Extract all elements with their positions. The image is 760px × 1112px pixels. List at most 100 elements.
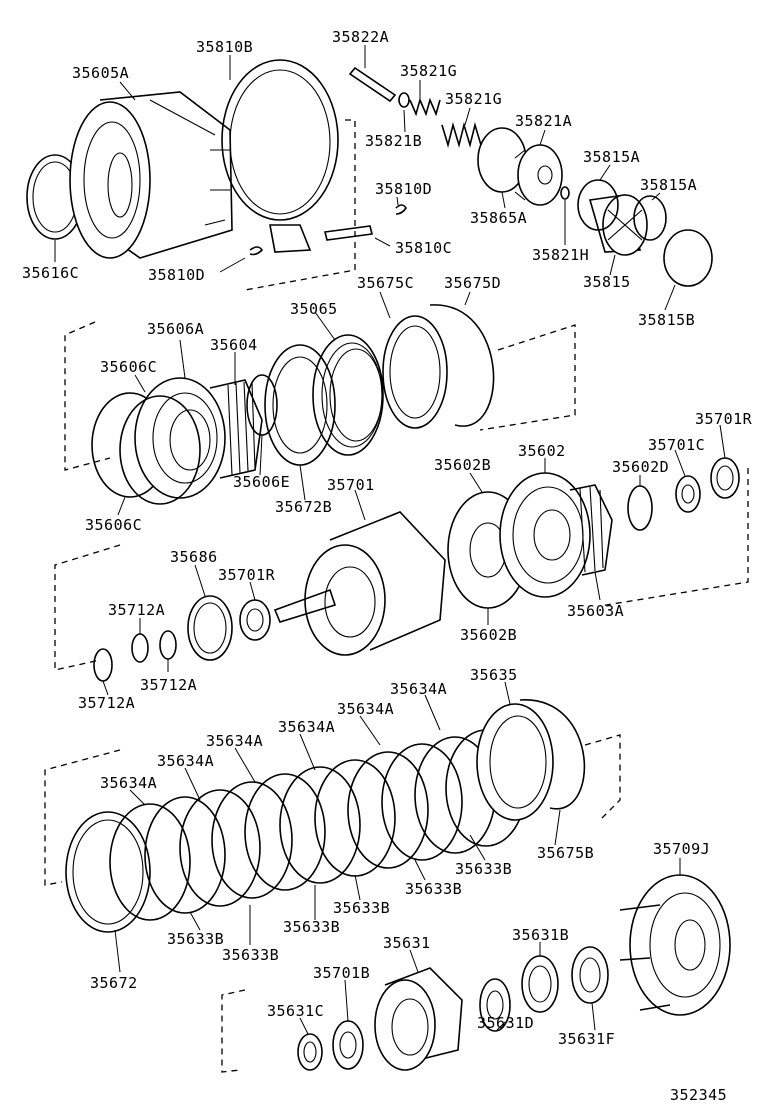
label-35602b-1: 35602B (434, 456, 491, 474)
leader-lines (54, 45, 726, 1035)
part-35701-clutch-drum[interactable] (273, 511, 446, 656)
label-35635: 35635 (470, 666, 518, 684)
outline-clutch-pack (44, 734, 621, 886)
part-35810d-clip-bottom[interactable] (249, 246, 264, 256)
label-35675b: 35675B (537, 844, 594, 862)
label-35602b-2: 35602B (460, 626, 517, 644)
label-35712a-2: 35712A (140, 676, 197, 694)
label-35634a-3: 35634A (278, 718, 335, 736)
part-35635-pressure-plate[interactable] (476, 703, 554, 821)
part-35605a-clutch-drum[interactable] (69, 91, 233, 259)
label-35701b: 35701B (313, 964, 370, 982)
part-35634a-disc-2[interactable] (179, 789, 261, 907)
label-35815a-2: 35815A (640, 176, 697, 194)
part-35701b-bearing[interactable] (332, 1020, 364, 1070)
part-35606c-seal-2[interactable] (119, 395, 201, 505)
part-35065-clutch-assy[interactable] (312, 334, 384, 456)
part-35633b-plate-3[interactable] (279, 766, 361, 884)
label-35822a: 35822A (332, 28, 389, 46)
label-35810d-bottom: 35810D (148, 266, 205, 284)
part-35701r-bearing-1[interactable] (710, 457, 740, 499)
part-35701r-bearing-2[interactable] (239, 599, 271, 641)
label-35606e: 35606E (233, 473, 290, 491)
label-35631b: 35631B (512, 926, 569, 944)
label-35605a: 35605A (72, 64, 129, 82)
label-35603a: 35603A (567, 602, 624, 620)
label-35672: 35672 (90, 974, 138, 992)
label-35602d: 35602D (612, 458, 669, 476)
part-35672b-plate[interactable] (264, 344, 336, 466)
part-35634a-disc-5[interactable] (381, 743, 463, 861)
part-35602-one-way-clutch[interactable] (499, 472, 591, 598)
part-35631b-bearing[interactable] (521, 955, 559, 1013)
part-35822a-piston-rod[interactable] (348, 66, 397, 103)
part-35603a-ring-gear[interactable] (569, 484, 613, 576)
part-35672-plate[interactable] (65, 811, 151, 933)
label-35606c-1: 35606C (100, 358, 157, 376)
label-35634a-1: 35634A (390, 680, 447, 698)
label-35633b-5: 35633B (167, 930, 224, 948)
outline-gear-group (54, 468, 749, 671)
label-35634a-2: 35634A (337, 700, 394, 718)
part-35810d-clip-top[interactable] (395, 204, 407, 215)
label-35631f: 35631F (558, 1030, 615, 1048)
part-35631f-race[interactable] (571, 946, 609, 1004)
part-35712a-ring-1[interactable] (159, 630, 177, 660)
part-35815a-o-ring-1[interactable] (577, 179, 619, 231)
part-35631c-race[interactable] (297, 1033, 323, 1071)
label-35675d: 35675D (444, 274, 501, 292)
part-35633b-plate-4[interactable] (347, 751, 429, 869)
label-35701: 35701 (327, 476, 375, 494)
label-35633b-1: 35633B (455, 860, 512, 878)
label-35712a-3: 35712A (78, 694, 135, 712)
part-35821g-spring-small[interactable] (409, 97, 441, 117)
part-35604-spring-retainer[interactable] (209, 379, 263, 479)
label-35633b-3: 35633B (333, 899, 390, 917)
drawing-number: 352345 (670, 1086, 727, 1104)
label-35631: 35631 (383, 934, 431, 952)
part-35633b-plate-2[interactable] (211, 781, 293, 899)
part-35815a-o-ring-2[interactable] (633, 195, 667, 241)
part-35606a-piston[interactable] (134, 377, 226, 499)
part-35815-piston-cover[interactable] (588, 194, 648, 256)
part-35712a-ring-3[interactable] (93, 648, 113, 682)
part-35810c-anchor-strut[interactable] (324, 225, 373, 241)
label-35810c: 35810C (395, 239, 452, 257)
label-35634a-6: 35634A (100, 774, 157, 792)
label-35631c: 35631C (267, 1002, 324, 1020)
label-35821a: 35821A (515, 112, 572, 130)
part-35821h-snap-ring[interactable] (560, 186, 570, 200)
part-35602d-snap-ring[interactable] (627, 485, 653, 531)
part-35633b-plate-1[interactable] (144, 796, 226, 914)
callout-labels: 35810B 35822A 35605A 35821G 35821G 35821… (22, 28, 753, 1104)
part-35815b-snap-ring[interactable] (663, 229, 713, 287)
label-35602: 35602 (518, 442, 566, 460)
label-35675c: 35675C (357, 274, 414, 292)
label-35821b: 35821B (365, 132, 422, 150)
label-35865a: 35865A (470, 209, 527, 227)
part-35686-seal-ring[interactable] (187, 595, 233, 661)
part-35712a-ring-2[interactable] (131, 633, 149, 663)
part-35821a-band-piston[interactable] (514, 144, 563, 206)
part-35631-sun-gear-drum[interactable] (374, 967, 463, 1071)
label-35606a: 35606A (147, 320, 204, 338)
label-35634a-4: 35634A (206, 732, 263, 750)
label-35701c: 35701C (648, 436, 705, 454)
part-35821b-e-ring[interactable] (398, 92, 410, 108)
label-35815a-1: 35815A (583, 148, 640, 166)
part-35821g-spring-large[interactable] (441, 121, 482, 149)
label-35815b: 35815B (638, 311, 695, 329)
part-35634a-disc-3[interactable] (244, 773, 326, 891)
part-35634a-disc-1[interactable] (109, 803, 191, 921)
part-35675d-snap-ring[interactable] (429, 304, 495, 427)
part-35709j-carrier[interactable] (619, 874, 731, 1016)
part-35675b-snap-ring[interactable] (519, 699, 586, 810)
part-35810b-brake-band[interactable] (221, 59, 339, 253)
part-35701c-bearing-race[interactable] (675, 475, 701, 513)
outline-clutch-group (64, 321, 576, 471)
label-35701r-2: 35701R (218, 566, 276, 584)
part-35631d-thrust-washer[interactable] (479, 978, 511, 1032)
outline-top-group (244, 119, 356, 291)
label-35701r-1: 35701R (695, 410, 753, 428)
part-35675c-plate[interactable] (382, 315, 448, 429)
